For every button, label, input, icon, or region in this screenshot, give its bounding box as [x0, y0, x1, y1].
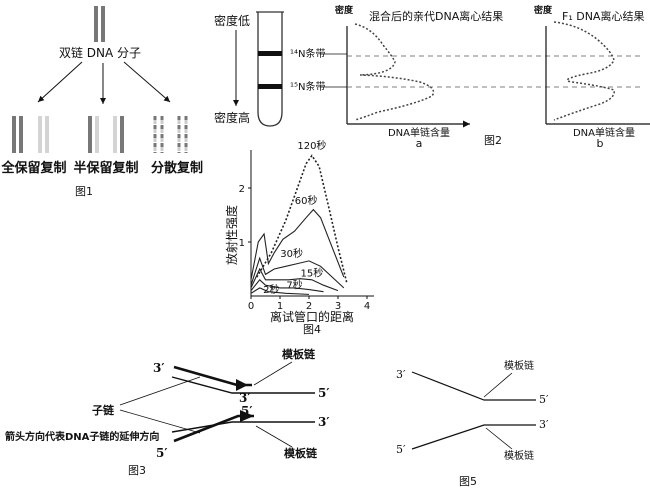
fig3-arrow-note: 箭头方向代表DNA子链的延伸方向 [5, 430, 159, 443]
panel-b-ylabel: 密度 [533, 4, 553, 16]
fig4-series-label: 2秒 [263, 283, 279, 296]
fig4-series-label: 60秒 [295, 194, 318, 207]
fig3-3prime-top-left: 3′ [153, 361, 165, 375]
fig4-series-line [250, 256, 345, 289]
fig4-y-tick-label: 1 [239, 238, 245, 249]
figure-2-panel-b: 密度 F₁ DNA离心结果 DNA单链含量 b [533, 4, 650, 150]
figure-3-caption: 图3 [128, 464, 146, 477]
fig3-daughter-label: 子链 [92, 403, 115, 417]
fig4-series-line [250, 267, 339, 292]
panel-a-curve [354, 23, 435, 121]
tube-low-density-label: 密度低 [214, 13, 250, 28]
dispersive-strands [153, 116, 188, 153]
panel-a-letter: a [416, 137, 423, 150]
dispersive-label: 分散复制 [151, 160, 203, 176]
fig3-bottom-parent-strand [171, 421, 315, 433]
tube-high-density-label: 密度高 [214, 110, 250, 125]
fig4-y-tick-label: 2 [239, 184, 245, 195]
conservative-label: 全保留复制 [0, 160, 66, 176]
panel-a-xlabel: DNA单链含量 [388, 126, 450, 139]
parent-dna-strand-left [94, 6, 98, 42]
fig4-x-tick-label: 0 [248, 301, 254, 312]
panel-b-curve [553, 21, 615, 121]
fig3-3prime-mid: 3′ [239, 391, 251, 405]
fig4-series-label: 7秒 [286, 278, 302, 291]
fig5-template-bottom-label: 模板链 [504, 449, 534, 462]
panel-a-ylabel: 密度 [334, 4, 354, 16]
fig4-series-line [250, 208, 345, 280]
arrow-to-dispersive [123, 61, 171, 103]
panel-a-band-15n: ¹⁵N条带 [290, 80, 326, 93]
fig3-top-parent-strand [171, 376, 315, 394]
fig3-template-top-label: 模板链 [282, 347, 316, 361]
figure-4-chart: 放射性强度 离试管口的距离 图4 0 1 2 3 4 1 2 120秒 60秒 30秒 15秒7秒… [224, 139, 374, 336]
panel-b-letter: b [597, 137, 604, 150]
semiconservative-strands [88, 116, 124, 153]
figure-5-caption: 图5 [459, 475, 477, 488]
figure-1: 双链 DNA 分子 全保留复制 半 [0, 6, 203, 198]
fig4-series-label: 120秒 [297, 139, 326, 152]
fig5-5prime-right: 5′ [539, 393, 549, 406]
fig4-series-line [250, 278, 324, 293]
fig3-template-bottom-label: 模板链 [284, 446, 318, 460]
panel-a-title: 混合后的亲代DNA离心结果 [369, 9, 503, 23]
panel-b-xlabel: DNA单链含量 [573, 126, 635, 139]
conservative-strands [12, 116, 49, 153]
figure-2-caption: 图2 [484, 134, 502, 147]
fig3-5prime-top-right: 5′ [318, 386, 330, 400]
fig5-5prime-bottom-left: 5′ [396, 443, 406, 456]
fig4-x-tick-label: 3 [335, 301, 341, 312]
fig4-x-tick-label: 2 [306, 301, 312, 312]
fig4-series-line [250, 287, 310, 295]
fig3-3prime-bottom-right: 3′ [318, 415, 330, 429]
fig5-3prime-top-left: 3′ [396, 368, 406, 381]
figure-5: 3′ 5′ 3′ 5′ 模板链 模板链 图5 [396, 359, 549, 488]
fig4-xlabel: 离试管口的距离 [270, 309, 354, 324]
parent-dna-strand-right [101, 6, 105, 42]
figure-2-tube: 密度低 密度高 [214, 11, 284, 127]
fig5-3prime-right: 3′ [539, 418, 549, 431]
fig5-bottom-strand [411, 424, 536, 450]
fig4-series-label: 15秒 [301, 267, 324, 280]
fig4-x-tick-label: 4 [364, 301, 370, 312]
test-tube [257, 12, 283, 127]
fig3-5prime-bottom-left: 5′ [156, 446, 168, 460]
band-14n-in-tube [258, 51, 282, 56]
figure-1-caption: 图1 [75, 185, 93, 198]
fig4-ylabel: 放射性强度 [224, 205, 239, 265]
band-15n-in-tube [258, 84, 282, 89]
fig5-template-top-label: 模板链 [504, 359, 534, 372]
fig5-top-strand [411, 371, 536, 401]
fig3-5prime-mid: 5′ [241, 404, 253, 418]
semiconservative-label: 半保留复制 [73, 160, 138, 176]
fig4-series-line [256, 154, 348, 283]
double-strand-dna-label: 双链 DNA 分子 [59, 45, 141, 60]
panel-a-ylabel-box [335, 4, 353, 26]
figure-4-caption: 图4 [303, 323, 321, 336]
figure-2-panel-a: 密度 混合后的亲代DNA离心结果 ¹⁴N条带 ¹⁵N条带 DNA单链含量 a 图… [290, 4, 644, 150]
fig4-series-label: 30秒 [280, 247, 303, 260]
fig4-x-tick-label: 1 [277, 301, 283, 312]
figure-3: 3′ 5′ 3′ 5′ 3′ 5′ 模板链 模板链 子链 箭头方向代表DNA子链… [5, 347, 330, 477]
panel-b-title: F₁ DNA离心结果 [562, 9, 644, 23]
arrow-to-conservative [37, 61, 83, 103]
panel-a-band-14n: ¹⁴N条带 [290, 47, 326, 60]
